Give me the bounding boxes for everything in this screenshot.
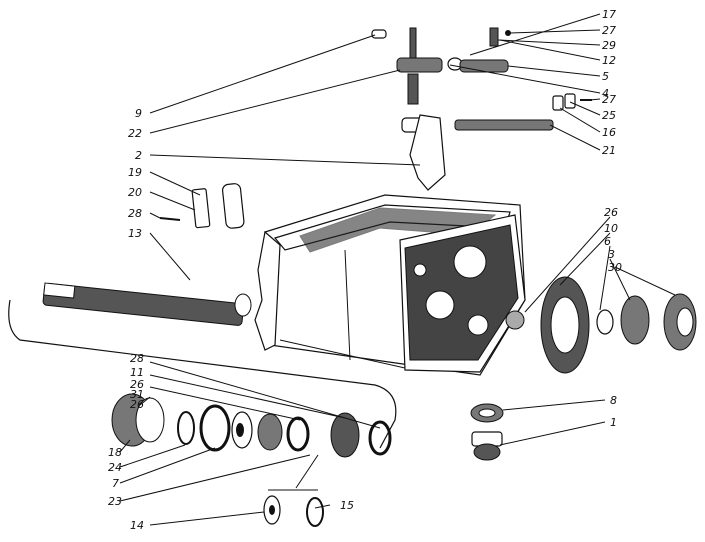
- callout-27-lower: 27: [602, 93, 616, 106]
- callout-5: 5: [602, 70, 609, 83]
- callout-15: 15: [340, 499, 354, 512]
- drain-plug-assembly: [470, 403, 504, 461]
- callout-21: 21: [602, 144, 616, 157]
- main-shaft: [8, 282, 397, 449]
- callout-26-right: 26: [604, 206, 618, 219]
- callout-18: 18: [108, 446, 122, 459]
- callout-7: 7: [112, 477, 119, 490]
- callout-19: 19: [128, 166, 142, 179]
- callout-9: 9: [135, 107, 142, 120]
- callout-4: 4: [602, 87, 609, 100]
- callout-14: 14: [130, 519, 144, 532]
- gearbox-housing: [254, 194, 526, 376]
- callout-8: 8: [610, 394, 617, 407]
- callout-23: 23: [108, 495, 122, 508]
- cover-plates: [159, 183, 245, 229]
- callout-26-lower-b: 26: [130, 398, 144, 411]
- callout-11: 11: [130, 366, 144, 379]
- callout-28-upper: 28: [128, 207, 142, 220]
- callout-16: 16: [602, 126, 616, 139]
- callout-6: 6: [604, 235, 611, 248]
- callout-28-lower: 28: [130, 352, 144, 365]
- callout-3: 3: [608, 248, 615, 261]
- callout-10: 10: [604, 222, 618, 235]
- callout-24: 24: [108, 461, 122, 474]
- output-gear-assembly: [540, 276, 697, 374]
- callout-29: 29: [602, 39, 616, 52]
- callout-25: 25: [602, 109, 616, 122]
- callout-20: 20: [128, 186, 142, 199]
- leader-lines: [119, 13, 676, 526]
- callout-13: 13: [128, 227, 142, 240]
- callout-26-lower-a: 26: [130, 378, 144, 391]
- callout-31: 31: [130, 388, 144, 401]
- callout-22: 22: [128, 127, 142, 140]
- callout-30: 30: [608, 261, 622, 274]
- callout-2: 2: [135, 149, 142, 162]
- callout-27-upper: 27: [602, 24, 616, 37]
- callout-labels: 9 22 2 19 20 28 13 17 27 29 12 5 4 27 25…: [108, 8, 622, 532]
- callout-17: 17: [602, 8, 616, 21]
- callout-12: 12: [602, 54, 616, 67]
- callout-1: 1: [610, 416, 617, 429]
- lower-shaft-parts: [111, 393, 392, 527]
